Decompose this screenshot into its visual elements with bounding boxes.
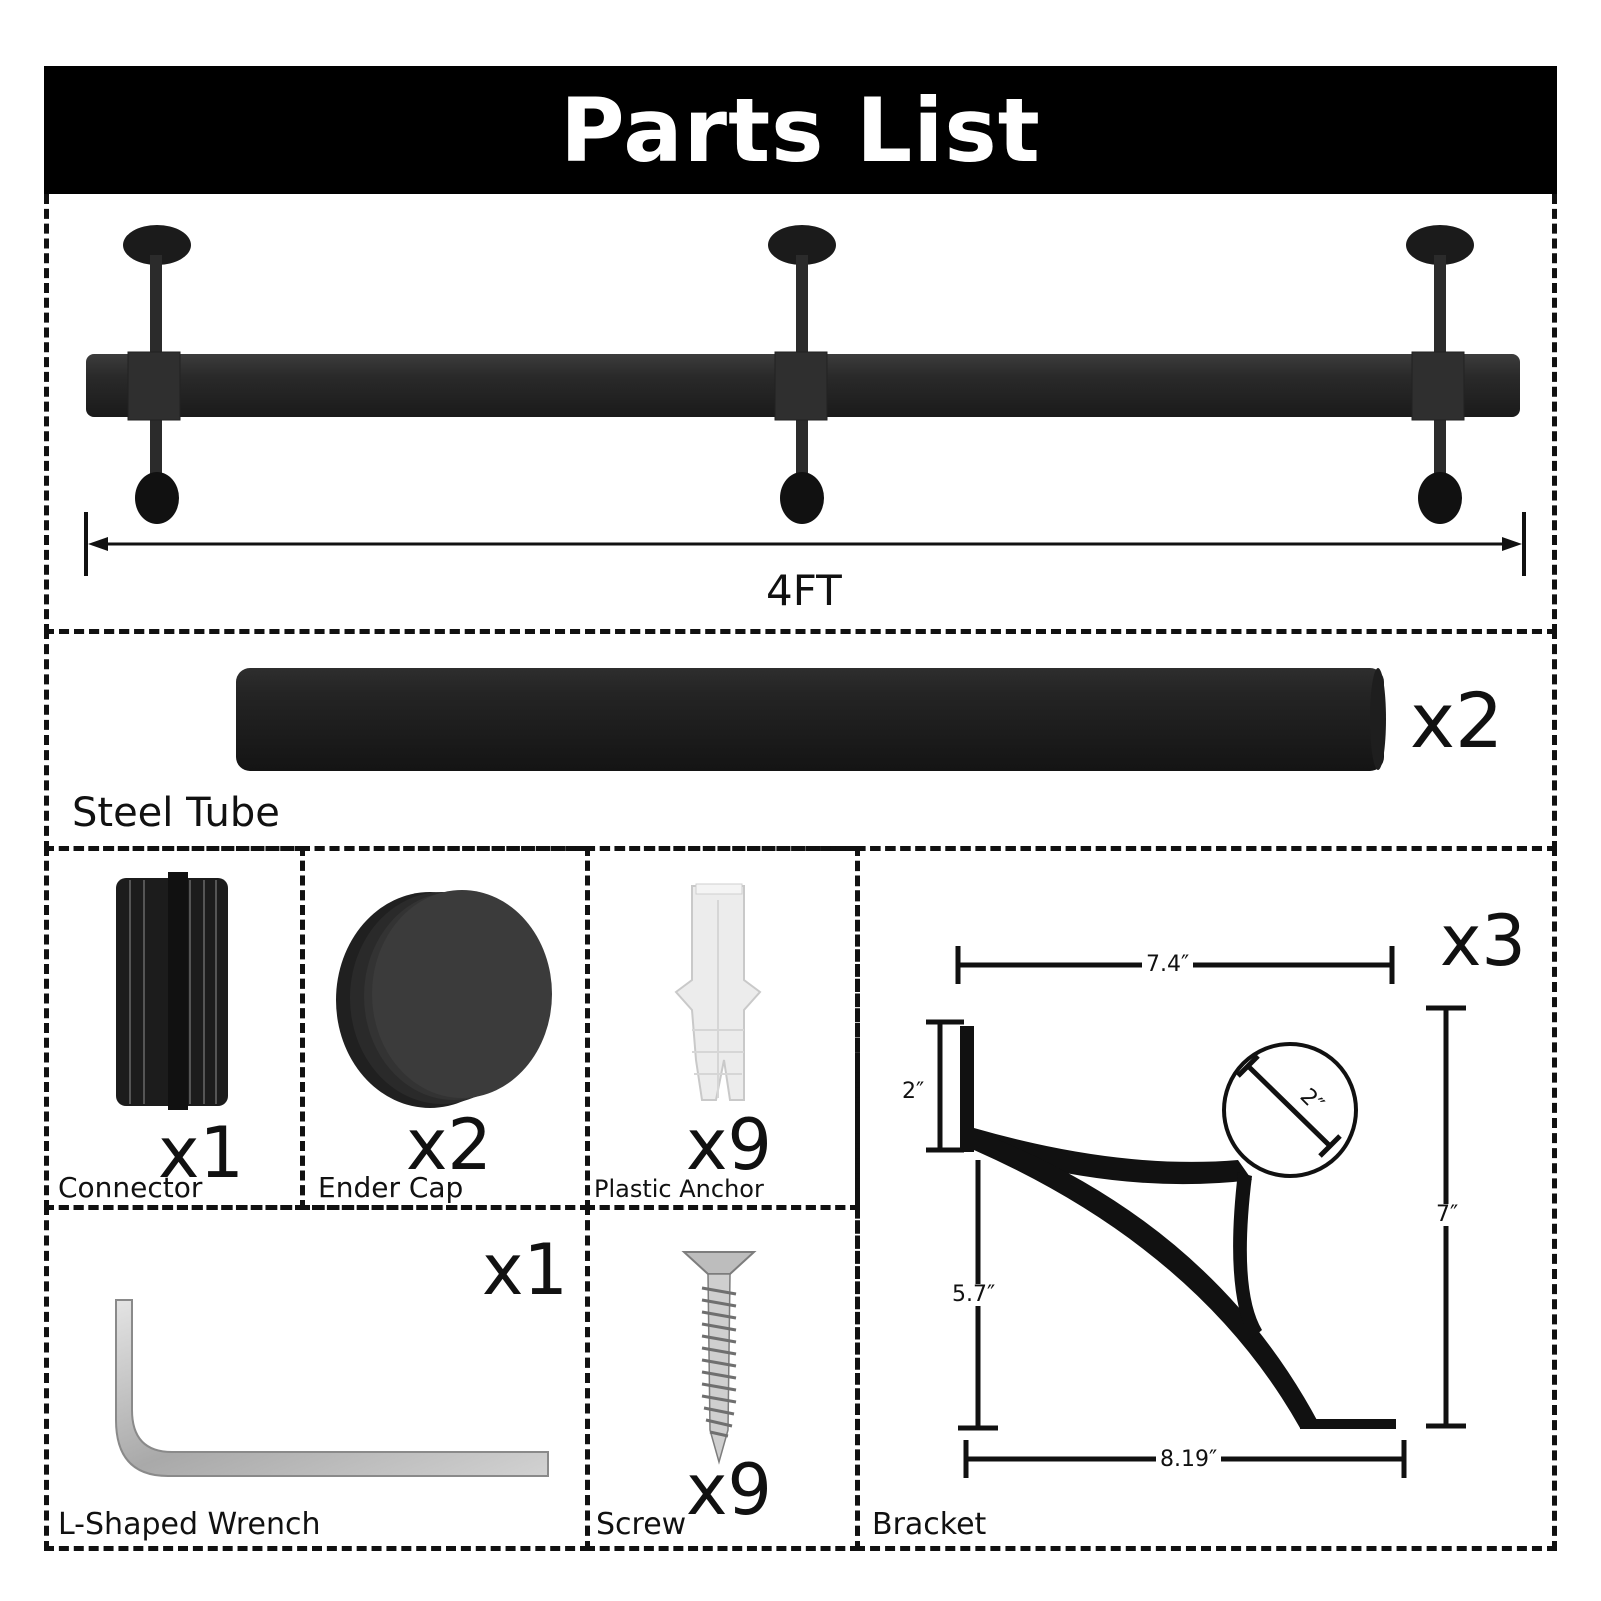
bracket-plate-height-label: 2″	[898, 1081, 929, 1103]
plastic-anchor-icon	[674, 883, 762, 1101]
steel-tube-qty: x2	[1410, 676, 1504, 765]
end-cap-icon	[336, 890, 552, 1108]
wrench-label: L-Shaped Wrench	[58, 1507, 321, 1542]
parts-list-header: Parts List	[44, 66, 1557, 194]
bracket-qty: x3	[1440, 900, 1526, 982]
screw-panel	[585, 1205, 860, 1551]
bracket-right-assembled	[1406, 225, 1474, 524]
wrench-icon	[115, 1299, 549, 1477]
bracket-middle-assembled	[768, 225, 836, 524]
bracket-total-height-label: 7″	[1432, 1204, 1463, 1226]
connector-qty: x1	[158, 1112, 244, 1194]
wrench-qty: x1	[482, 1229, 568, 1311]
plastic-anchor-qty: x9	[686, 1104, 772, 1186]
connector-label: Connector	[58, 1171, 203, 1204]
screw-label: Screw	[596, 1507, 687, 1542]
bracket-diagram	[926, 946, 1466, 1478]
bracket-top-width-label: 7.4″	[1142, 954, 1194, 976]
steel-tube-image	[236, 668, 1386, 771]
end-cap-label: Ender Cap	[318, 1171, 464, 1204]
bracket-lower-height-label: 5.7″	[948, 1284, 1000, 1306]
length-label: 4FT	[766, 566, 842, 615]
screw-qty: x9	[686, 1449, 772, 1531]
steel-tube-label: Steel Tube	[72, 790, 280, 836]
plastic-anchor-label: Plastic Anchor	[594, 1175, 764, 1203]
rod-assembly-drawing	[84, 225, 1526, 576]
bracket-panel	[855, 846, 1557, 1551]
bracket-left-assembled	[123, 225, 191, 524]
connector-icon	[116, 872, 228, 1110]
page-title: Parts List	[560, 78, 1041, 182]
end-cap-qty: x2	[406, 1104, 492, 1186]
screw-icon	[681, 1251, 757, 1465]
bracket-label: Bracket	[872, 1507, 987, 1542]
bracket-bottom-width-label: 8.19″	[1156, 1449, 1222, 1471]
